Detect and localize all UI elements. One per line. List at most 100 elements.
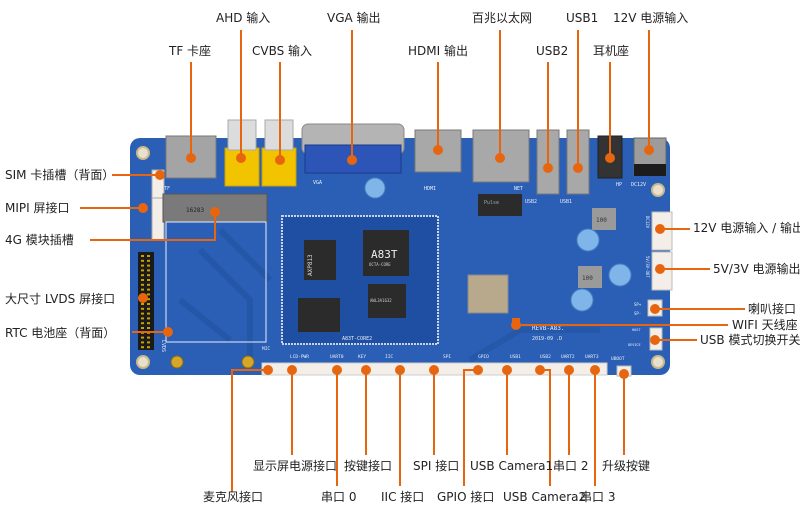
lvds-pin <box>147 288 150 291</box>
silk-usb1-hdr: USB1 <box>510 354 521 360</box>
callout-line-mic <box>231 369 268 492</box>
label-usb1: USB1 <box>566 11 599 25</box>
silk-pmic: AXP813 <box>307 254 314 276</box>
cvbs-rca-body <box>261 147 297 187</box>
callout-dot-lcdpwr <box>287 365 297 375</box>
callout-dot-mipi <box>138 203 148 213</box>
label-vga-output: VGA 输出 <box>327 11 381 25</box>
lvds-pin <box>147 307 150 310</box>
callout-dot-key <box>361 365 371 375</box>
label-uart2: 串口 2 <box>553 459 589 473</box>
callout-line-4g <box>90 212 216 241</box>
silk-usb2-hdr: USB2 <box>540 354 551 360</box>
label-upgrade-key: 升级按键 <box>602 459 651 473</box>
label-ahd-input: AHD 输入 <box>216 11 271 25</box>
label-uart3: 串口 3 <box>580 490 616 504</box>
silk-uboot: UBOOT <box>611 356 625 362</box>
callout-dot-gpio <box>473 365 483 375</box>
4g-standoff-left <box>170 355 184 369</box>
callout-dot-speaker <box>650 304 660 314</box>
lvds-pin <box>141 322 144 325</box>
lvds-pin <box>141 264 144 267</box>
silk-sp-plus: SP+ <box>634 302 642 307</box>
lvds-pin <box>141 341 144 344</box>
soc-chip <box>363 230 409 276</box>
emmc-chip <box>368 284 406 318</box>
lvds-pin <box>141 255 144 257</box>
bottom-silkscreen: MIC LCD-PWR UART0 KEY IIC SPI GPIO USB1 … <box>262 346 625 362</box>
silk-date: 2019-09 .D <box>532 336 562 342</box>
callout-dot-pwr5 <box>655 264 665 274</box>
inductor-2 <box>578 266 602 288</box>
label-sim-slot: SIM 卡插槽（背面） <box>5 168 115 182</box>
silk-soc: A83T <box>371 248 398 261</box>
label-tf-card: TF 卡座 <box>169 44 212 58</box>
lvds-pin <box>141 274 144 277</box>
callout-dot-ahd <box>236 153 246 163</box>
lvds-pin <box>141 283 144 286</box>
callout-dot-pwr12 <box>655 224 665 234</box>
label-rtc: RTC 电池座（背面） <box>5 326 116 340</box>
label-12v-io: 12V 电源输入 / 输出 <box>693 221 800 235</box>
lvds-pin <box>141 307 144 310</box>
silk-usb2: USB2 <box>525 199 537 205</box>
label-wifi-antenna: WIFI 天线座 <box>732 318 798 332</box>
label-gpio: GPIO 接口 <box>437 490 495 504</box>
callout-dot-ethernet <box>495 153 505 163</box>
silk-emmc: AWL3A1632 <box>370 298 392 303</box>
callout-dot-vga <box>347 155 357 165</box>
callout-dot-usbcam1 <box>502 365 512 375</box>
label-spi: SPI 接口 <box>413 459 460 473</box>
callout-dot-wifi <box>511 320 521 330</box>
callout-dot-lvds <box>138 293 148 303</box>
label-usb-mode-switch: USB 模式切换开关 <box>700 333 800 347</box>
lvds-pin <box>141 269 144 272</box>
lvds-pin <box>141 312 144 315</box>
label-headphone: 耳机座 <box>593 44 630 58</box>
callout-dot-cvbs <box>275 155 285 165</box>
callout-dot-spi <box>429 365 439 375</box>
silk-uart3: UART3 <box>585 354 599 360</box>
callout-dot-usb1 <box>573 163 583 173</box>
lvds-pin <box>141 336 144 339</box>
silk-rev: REVB-A83. <box>532 325 565 332</box>
silk-vga: VGA <box>313 180 322 186</box>
label-usb-camera2: USB Camera2 <box>503 490 587 504</box>
label-usb2: USB2 <box>536 44 569 58</box>
lvds-pin <box>147 322 150 325</box>
callout-dot-upgrade <box>619 369 629 379</box>
callout-dot-usbcam2 <box>535 365 545 375</box>
callout-dot-sim <box>155 170 165 180</box>
label-hdmi-output: HDMI 输出 <box>408 44 468 58</box>
label-12v-input: 12V 电源输入 <box>613 11 689 25</box>
silk-lvds: LVDS <box>160 340 166 352</box>
pulse-transformer <box>478 194 522 216</box>
lvds-pin <box>147 255 150 257</box>
lvds-pin <box>141 288 144 291</box>
silk-ind-1: 100 <box>596 217 607 224</box>
label-cvbs-input: CVBS 输入 <box>252 44 313 58</box>
callout-dot-dc12v <box>644 145 654 155</box>
inductor-1 <box>592 208 616 230</box>
silk-out-side: 5V/3V-OUT <box>645 256 650 278</box>
callout-lines <box>80 30 745 492</box>
callout-dot-hdmi <box>433 145 443 155</box>
silk-uart2: UART2 <box>561 354 575 360</box>
callout-dot-rtc <box>163 327 173 337</box>
label-4g-slot: 4G 模块插槽 <box>5 233 74 247</box>
4g-standoff-right <box>241 355 255 369</box>
silk-dc12v: DC12V <box>631 182 646 188</box>
silk-core: A83T-CORE2 <box>342 336 372 342</box>
lvds-pin <box>141 279 144 281</box>
lvds-pin <box>141 346 144 349</box>
lvds-pin <box>141 327 144 329</box>
label-usb-camera1: USB Camera1 <box>470 459 554 473</box>
callout-dot-iic <box>395 365 405 375</box>
silk-lcd-pwr: LCD-PWR <box>290 354 309 360</box>
capacitor-2 <box>608 263 632 287</box>
lvds-pin <box>147 283 150 286</box>
mounting-holes <box>136 146 665 369</box>
silk-ssd: 16283 <box>186 207 204 214</box>
silk-tf: TF <box>164 186 170 192</box>
